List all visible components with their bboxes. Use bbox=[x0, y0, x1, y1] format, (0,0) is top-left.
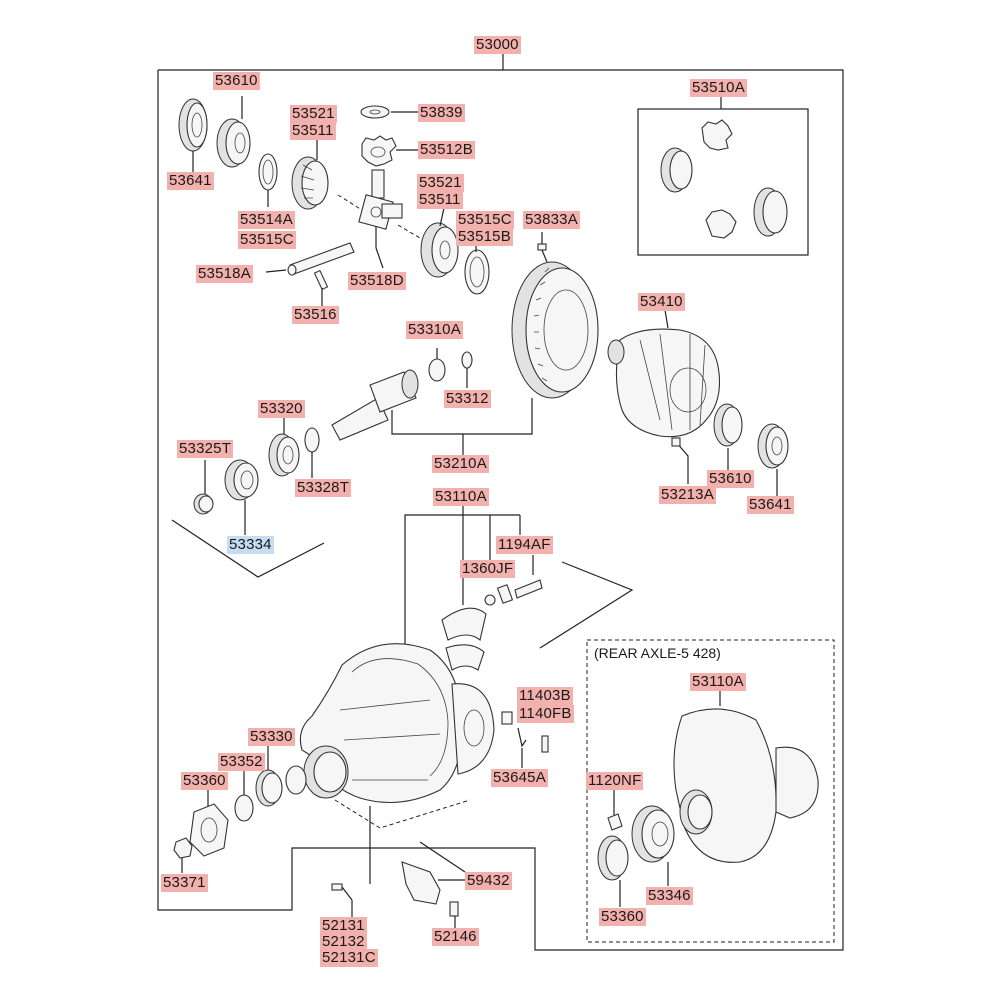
callout-53610-bottom[interactable]: 53610 bbox=[707, 470, 754, 488]
fasteners-1360jf-1194af-shape bbox=[484, 579, 543, 606]
plug-53325t-shape bbox=[193, 493, 214, 515]
side-gear-53521-shape bbox=[291, 156, 329, 210]
callout-11403b[interactable]: 11403B bbox=[517, 687, 573, 705]
callout-53645a[interactable]: 53645A bbox=[491, 769, 548, 787]
cross-shaft-53518d-shape bbox=[358, 169, 403, 269]
bracket-59432-shape bbox=[401, 861, 441, 905]
callout-53334[interactable]: 53334 bbox=[227, 536, 274, 554]
pin-shaft-53518a-shape bbox=[265, 242, 355, 276]
washer-53515b-shape bbox=[464, 249, 490, 295]
callout-53516[interactable]: 53516 bbox=[292, 306, 339, 324]
pinion-gear-53512b-shape bbox=[361, 135, 397, 167]
callout-1360jf[interactable]: 1360JF bbox=[460, 560, 516, 578]
callout-53839[interactable]: 53839 bbox=[418, 104, 465, 122]
callout-53325t[interactable]: 53325T bbox=[177, 440, 234, 458]
callout-53511-b[interactable]: 53511 bbox=[417, 191, 463, 209]
inset-gear-set-shape bbox=[660, 119, 788, 239]
callout-59432[interactable]: 59432 bbox=[465, 872, 512, 890]
side-gear-53521-lower-shape bbox=[420, 222, 459, 278]
callout-53515c-a[interactable]: 53515C bbox=[238, 231, 296, 249]
callout-53641-top[interactable]: 53641 bbox=[167, 172, 214, 190]
callout-53512b[interactable]: 53512B bbox=[418, 141, 475, 159]
callout-53328t[interactable]: 53328T bbox=[295, 479, 352, 497]
callout-53360-a[interactable]: 53360 bbox=[181, 772, 228, 790]
callout-53514a[interactable]: 53514A bbox=[238, 211, 295, 229]
bearing-53320-shape bbox=[268, 433, 300, 477]
callout-53310a[interactable]: 53310A bbox=[406, 321, 463, 339]
callout-53110a-b[interactable]: 53110A bbox=[690, 673, 746, 691]
inset-box-rear-axle bbox=[586, 639, 835, 943]
inset-seal-53346-shape bbox=[631, 805, 675, 863]
bracket-53645a-shape bbox=[501, 711, 549, 753]
callout-53510a[interactable]: 53510A bbox=[690, 79, 747, 97]
bolt-52131-shape bbox=[331, 883, 353, 901]
seal-53334-shape bbox=[224, 459, 259, 501]
callout-52131c[interactable]: 52131C bbox=[320, 949, 378, 967]
callout-53360-b[interactable]: 53360 bbox=[599, 908, 646, 926]
bolt-53213a-shape bbox=[671, 437, 689, 484]
callout-52132[interactable]: 52132 bbox=[320, 933, 367, 951]
callout-1140fb[interactable]: 1140FB bbox=[517, 705, 574, 723]
inset-bolt-1120nf-shape bbox=[607, 790, 623, 831]
callout-53000[interactable]: 53000 bbox=[474, 36, 521, 54]
bolt-53833a-shape bbox=[537, 232, 548, 263]
collar-53310a-shape bbox=[428, 358, 446, 382]
bearing-53641-top-shape bbox=[178, 98, 208, 152]
callout-53511-a[interactable]: 53511 bbox=[290, 122, 336, 140]
inset-flange-53360-shape bbox=[597, 835, 629, 881]
ring-gear-shape bbox=[511, 261, 599, 399]
housing-alignment-line bbox=[334, 799, 471, 829]
callout-53352[interactable]: 53352 bbox=[218, 753, 265, 771]
callout-53330[interactable]: 53330 bbox=[248, 728, 295, 746]
differential-case-53410-shape bbox=[607, 328, 721, 438]
lock-pin-53516-shape bbox=[313, 269, 329, 306]
callout-52146[interactable]: 52146 bbox=[432, 928, 479, 946]
callout-53610-top[interactable]: 53610 bbox=[213, 72, 260, 90]
callout-53515b[interactable]: 53515B bbox=[456, 228, 513, 246]
callout-53518d[interactable]: 53518D bbox=[348, 272, 406, 290]
callout-53641-bottom[interactable]: 53641 bbox=[747, 496, 794, 514]
callout-1120nf[interactable]: 1120NF bbox=[586, 772, 644, 790]
callout-53833a[interactable]: 53833A bbox=[523, 211, 580, 229]
spacer-53328t-shape bbox=[304, 427, 320, 453]
washer-53514a-shape bbox=[258, 153, 278, 191]
inset-box-53510a bbox=[637, 108, 809, 256]
bearing-cap-shape bbox=[441, 607, 487, 671]
callout-53521-a[interactable]: 53521 bbox=[290, 105, 337, 123]
carrier-housing-53110a-shape bbox=[299, 643, 495, 804]
callout-53518a[interactable]: 53518A bbox=[196, 265, 253, 283]
washer-53839-shape bbox=[360, 105, 390, 119]
callout-53521-b[interactable]: 53521 bbox=[417, 174, 464, 192]
callout-53515c-b[interactable]: 53515C bbox=[456, 211, 514, 229]
bearing-53610-bottom-shape bbox=[713, 403, 743, 447]
ring-53312-shape bbox=[461, 351, 473, 369]
assembly-frame-line bbox=[157, 69, 844, 951]
bolt-52146-shape bbox=[449, 901, 459, 917]
drive-pinion-53210a-shape bbox=[331, 369, 419, 441]
callout-1194af[interactable]: 1194AF bbox=[496, 536, 553, 554]
callout-53371[interactable]: 53371 bbox=[161, 874, 208, 892]
callout-53110a-a[interactable]: 53110A bbox=[433, 488, 489, 506]
callout-53410[interactable]: 53410 bbox=[638, 293, 685, 311]
inset-carrier-housing-shape bbox=[673, 708, 819, 863]
callout-53346[interactable]: 53346 bbox=[646, 887, 693, 905]
callout-52131[interactable]: 52131 bbox=[320, 917, 367, 935]
bearing-53610-top-shape bbox=[216, 118, 251, 168]
callout-53320[interactable]: 53320 bbox=[258, 400, 305, 418]
rear-axle-caption: (REAR AXLE-5 428) bbox=[592, 644, 723, 662]
callout-53210a[interactable]: 53210A bbox=[432, 455, 489, 473]
bearing-53641-bottom-shape bbox=[757, 423, 789, 469]
callout-53213a[interactable]: 53213A bbox=[659, 486, 716, 504]
callout-53312[interactable]: 53312 bbox=[444, 390, 491, 408]
